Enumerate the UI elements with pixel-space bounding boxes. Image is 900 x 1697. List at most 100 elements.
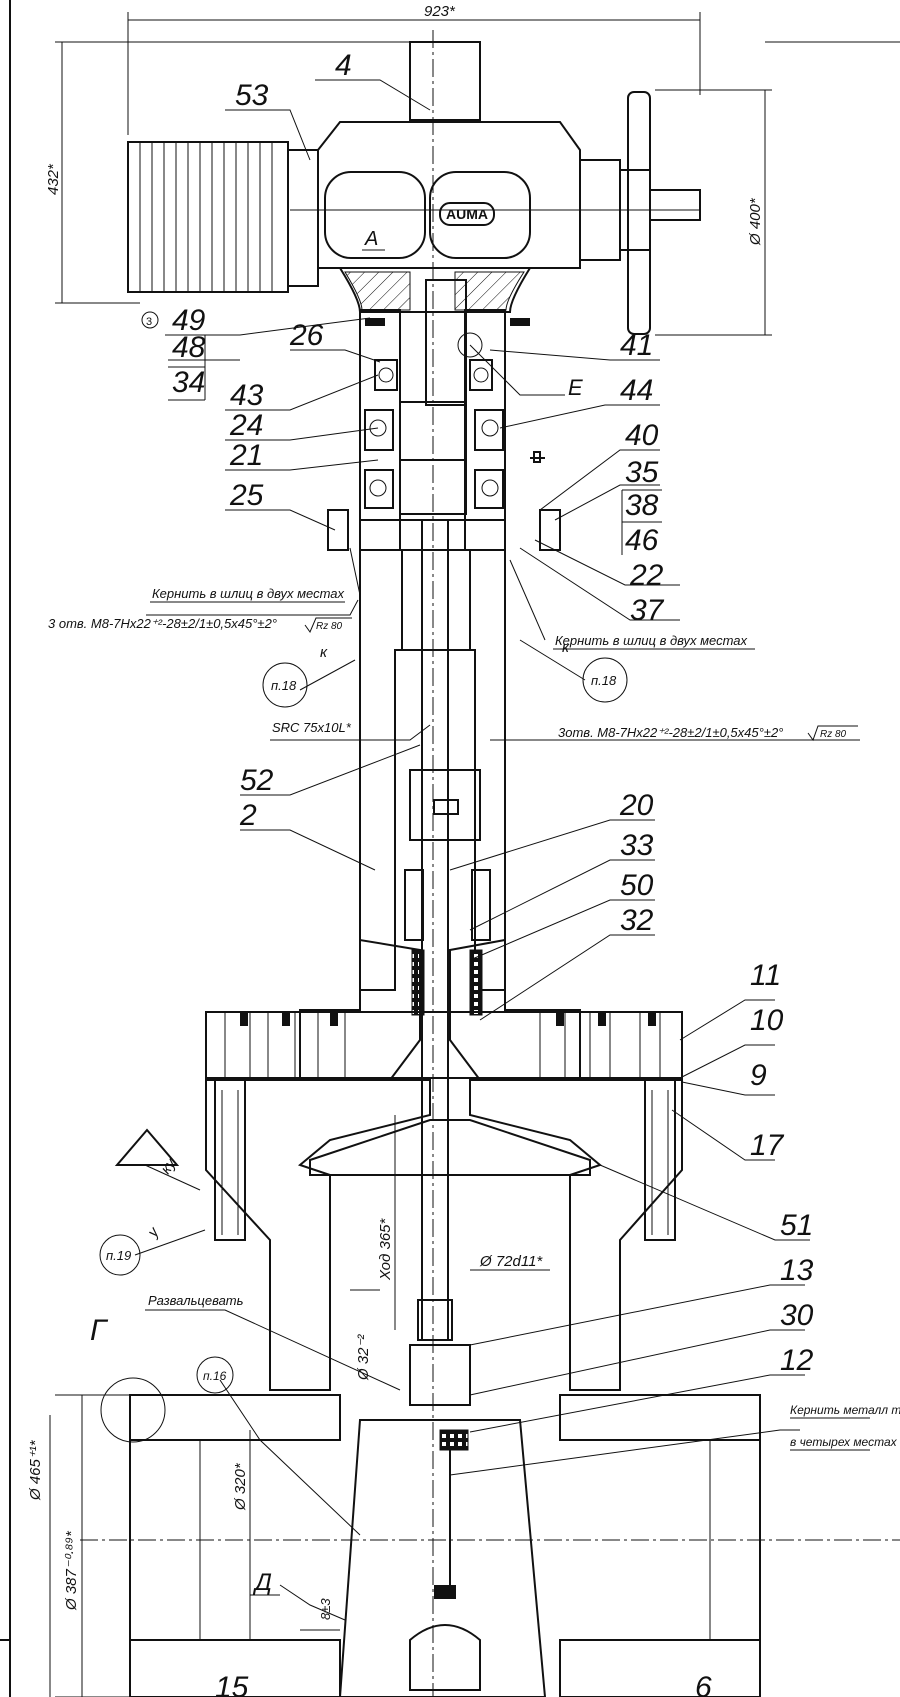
leader-lines <box>49 79 870 1697</box>
part-32: 32 <box>620 904 654 937</box>
actuator: AUMA <box>127 41 701 335</box>
part-41: 41 <box>620 329 653 362</box>
wedge-nut <box>409 1344 471 1406</box>
ref-p18-right: п.18 <box>591 673 617 688</box>
note-kern-metal-1: Кернить металл тарелки <box>790 1403 900 1417</box>
bearing-left-top <box>374 359 398 391</box>
stem <box>421 519 449 1341</box>
actuator-base <box>339 267 531 313</box>
part-11: 11 <box>750 959 781 992</box>
part-9: 9 <box>750 1059 767 1092</box>
bearing-left-mid <box>364 409 394 451</box>
part-53: 53 <box>235 79 269 112</box>
part-33: 33 <box>620 829 654 862</box>
bearing-right-mid <box>474 409 504 451</box>
part-4: 4 <box>335 49 352 82</box>
mark-u: у <box>144 1223 164 1241</box>
notes: Кернить в шлиц в двух местах 3 отв. M8-7… <box>48 586 900 1449</box>
dim-gap: 8±3 <box>318 1598 333 1620</box>
dim-handwheel-text: Ø 400* <box>747 197 764 246</box>
part-35: 35 <box>625 456 659 489</box>
note-src: SRC 75x10L* <box>272 720 352 735</box>
dim-width-top: 923* <box>127 3 701 135</box>
ref-circle-labels: п.18 п.18 п.19 п.16 <box>106 673 617 1383</box>
wedge <box>338 1419 547 1697</box>
dim-pin: Ø 32⁻² <box>355 1334 372 1381</box>
note-kern-right: Кернить в шлиц в двух местах <box>555 633 748 648</box>
part-22: 22 <box>629 559 664 592</box>
note-rz-right: Rz 80 <box>820 729 847 740</box>
note-kern-left: Кернить в шлиц в двух местах <box>152 586 345 601</box>
part-52: 52 <box>240 764 274 797</box>
marks: к к ку у <box>144 639 570 1241</box>
part-10: 10 <box>750 1004 784 1037</box>
view-G: Г <box>90 1314 109 1347</box>
note-kern-metal-2: в четырех местах <box>790 1435 898 1449</box>
circled-ref-3: 3 <box>146 316 152 328</box>
dim-height-drive: 432* <box>45 41 420 304</box>
mark-k2: к <box>562 639 570 656</box>
bonnet <box>205 938 683 1081</box>
dimension-texts: Ход 365* Ø 72d11* Ø 32⁻² Ø 320* Ø 465⁺¹*… <box>27 1217 543 1620</box>
coupling <box>409 769 481 841</box>
auma-logo <box>439 202 495 226</box>
part-30: 30 <box>780 1299 814 1332</box>
part-25: 25 <box>229 479 264 512</box>
part-38: 38 <box>625 489 659 522</box>
detail-E-circle <box>457 332 483 358</box>
bearing-left-low <box>364 469 394 509</box>
dim-height-drive-text: 432* <box>45 163 62 195</box>
part-6: 6 <box>695 1671 712 1697</box>
auma-logo-text: AUMA <box>446 206 488 222</box>
note-rz-left: Rz 80 <box>316 621 343 632</box>
part-48: 48 <box>172 331 206 364</box>
part-24: 24 <box>229 409 263 442</box>
mark-ku: ку <box>157 1154 180 1177</box>
detail-circles <box>99 311 628 1443</box>
part-12: 12 <box>780 1344 814 1377</box>
part-37: 37 <box>630 594 665 627</box>
part-40: 40 <box>625 419 659 452</box>
valve-body <box>80 1079 900 1697</box>
dim-handwheel: Ø 400* <box>655 41 900 336</box>
dim-width-top-text: 923* <box>424 3 456 20</box>
view-A: A <box>364 228 378 250</box>
view-letters: A Е Г Д <box>90 228 583 1596</box>
view-E: Е <box>568 375 583 400</box>
bonnet-flange <box>205 1011 683 1079</box>
stud-left <box>214 1079 246 1241</box>
part-34: 34 <box>172 366 205 399</box>
part-21: 21 <box>229 439 263 472</box>
note-holes-left: 3 отв. M8-7Hx22⁺²-28±2/1±0,5x45°±2° <box>48 616 277 631</box>
part-44: 44 <box>620 374 653 407</box>
detail-G-circle <box>100 1377 166 1443</box>
part-labels: 4 53 3 49 48 34 26 43 24 21 25 41 44 40 … <box>146 49 814 1697</box>
input-shaft <box>409 41 481 121</box>
note-flare: Развальцевать <box>148 1293 244 1308</box>
part-43: 43 <box>230 379 264 412</box>
bearing-housing <box>327 279 561 551</box>
part-50: 50 <box>620 869 654 902</box>
note-holes-right: 3отв. M8-7Hx22⁺²-28±2/1±0,5x45°±2° <box>558 725 783 740</box>
handwheel <box>627 91 651 335</box>
dim-travel: Ход 365* <box>377 1217 394 1281</box>
dim-outer: Ø 465⁺¹* <box>27 1439 44 1501</box>
view-D: Д <box>252 1569 272 1596</box>
surface-triangle <box>114 1128 180 1166</box>
dim-inner: Ø 387⁻⁰·⁸⁹* <box>63 1530 80 1611</box>
bearing-right-low <box>474 469 504 509</box>
part-15: 15 <box>215 1671 249 1697</box>
bolt-right <box>539 509 561 551</box>
ref-p18-left: п.18 <box>271 678 297 693</box>
housing-window-right <box>429 171 531 259</box>
housing-window-left <box>324 171 426 259</box>
stem-nut <box>399 401 467 515</box>
dim-stem: Ø 72d11* <box>479 1253 543 1270</box>
drive-sleeve <box>425 279 467 406</box>
actuator-housing <box>317 121 581 269</box>
part-46: 46 <box>625 524 659 557</box>
ref-p19: п.19 <box>106 1248 131 1263</box>
part-26: 26 <box>289 319 324 352</box>
bearing-right-top <box>469 359 493 391</box>
